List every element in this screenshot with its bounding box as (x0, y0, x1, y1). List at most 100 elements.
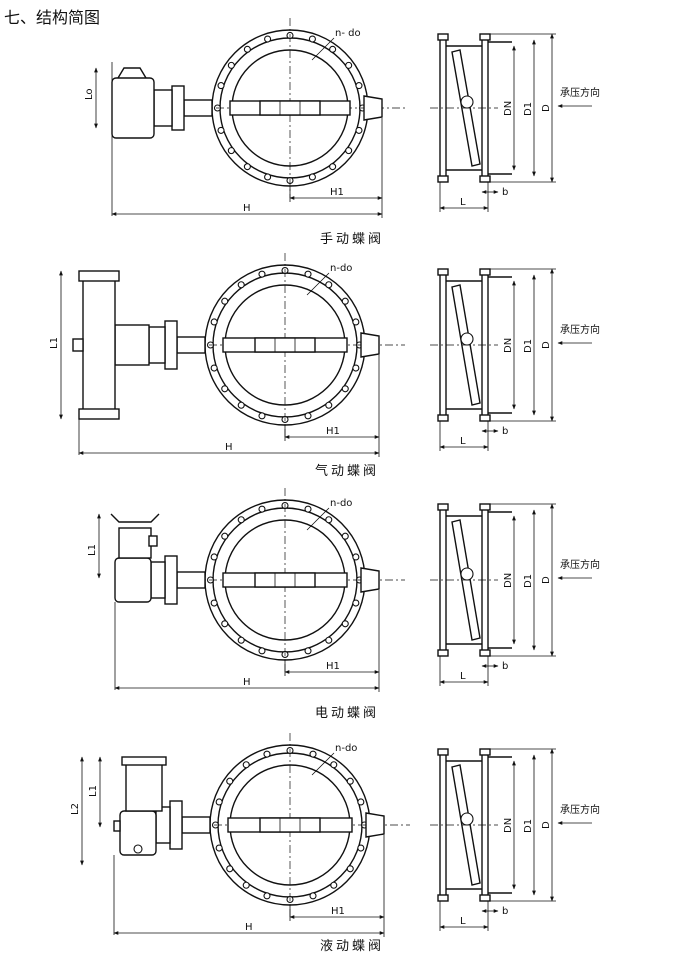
bolt-hole (325, 636, 333, 644)
h1-label: H1 (330, 187, 344, 198)
actuator-body (114, 324, 150, 366)
b-label: b (502, 661, 508, 672)
bolt-hole (226, 865, 234, 873)
disc-hub (254, 572, 316, 588)
dn-label: DN (503, 573, 514, 588)
bolt-hole (227, 61, 235, 69)
bolt-hole (325, 401, 333, 409)
actuator: Lo (84, 62, 185, 216)
bolt-hole (258, 270, 266, 278)
adapter-neck (155, 806, 171, 844)
bolt-hole (243, 45, 251, 53)
lo-label: Lo (84, 88, 95, 100)
bolt-hole (357, 844, 365, 852)
dn-label: DN (503, 338, 514, 353)
bolt-hole (263, 750, 271, 758)
drive-shaft (183, 99, 213, 117)
motor-body (114, 557, 152, 603)
adapter-flange (164, 555, 178, 605)
h1-label: H1 (331, 906, 345, 917)
bolt-hole (221, 532, 229, 540)
pressure-direction-label: 承压方向 (560, 323, 600, 336)
bolt-hole (325, 281, 333, 289)
l-label: L (460, 671, 466, 682)
side-shaft (460, 95, 474, 109)
bolt-hole (221, 620, 229, 628)
l1-label: L1 (87, 544, 98, 556)
bolt-hole (304, 270, 312, 278)
shaft-boss (360, 567, 380, 593)
bolt-bottom-right (479, 175, 491, 183)
flange-leader (306, 272, 330, 296)
bolt-hole (308, 35, 316, 43)
l1-label: L1 (88, 785, 99, 797)
actuator: L1 (87, 513, 178, 690)
d1-label: D1 (523, 574, 534, 588)
d1-label: D1 (523, 102, 534, 116)
side-shaft (460, 332, 474, 346)
disc-hub (259, 100, 321, 116)
bolt-hole (304, 647, 312, 655)
l2-label: L2 (70, 803, 81, 815)
bolt-hole (258, 647, 266, 655)
bolt-hole (355, 126, 363, 134)
bolt-hole (341, 297, 349, 305)
bolt-top-left (437, 503, 449, 511)
flange-leader (311, 37, 335, 61)
bolt-hole (215, 798, 223, 806)
dn-label: DN (503, 818, 514, 833)
bolt-bottom-right (479, 649, 491, 657)
bolt-hole (210, 318, 218, 326)
bolt-hole (217, 82, 225, 90)
bolt-hole (330, 881, 338, 889)
d-label: D (541, 821, 552, 829)
bolt-hole (357, 798, 365, 806)
bolt-top-right (479, 268, 491, 276)
shaft-boss (365, 812, 385, 838)
port (113, 820, 121, 832)
h-label: H (225, 442, 233, 453)
b-label: b (502, 426, 508, 437)
d-label: D (541, 576, 552, 584)
bolt-hole (341, 532, 349, 540)
bolt-top-right (479, 748, 491, 756)
bolt-bottom-right (479, 414, 491, 422)
bolt-hole (221, 297, 229, 305)
handwheel (110, 513, 160, 523)
bolt-hole (237, 401, 245, 409)
bolt-hole (258, 505, 266, 513)
drain-plug (133, 844, 143, 854)
bolt-bottom-left (437, 175, 449, 183)
dn-label: DN (503, 101, 514, 116)
cylinder-cap-bottom (78, 408, 120, 420)
bolt-hole (226, 777, 234, 785)
disc-hub (259, 817, 321, 833)
bolt-hole (258, 412, 266, 420)
bolt-hole (346, 865, 354, 873)
bolt-hole (352, 553, 360, 561)
drive-shaft (181, 816, 211, 834)
bolt-hole (346, 777, 354, 785)
flange-label: n- do (335, 28, 361, 39)
bolt-hole (264, 35, 272, 43)
hydraulic-cylinder (125, 762, 163, 812)
bolt-hole (217, 126, 225, 134)
flange-leader (306, 507, 330, 531)
bolt-hole (237, 636, 245, 644)
bolt-hole (242, 761, 250, 769)
gearbox-body (111, 77, 155, 139)
bolt-top-right (479, 33, 491, 41)
d1-label: D1 (523, 339, 534, 353)
bolt-hole (264, 173, 272, 181)
h-label: H (243, 677, 251, 688)
disc-hub (254, 337, 316, 353)
